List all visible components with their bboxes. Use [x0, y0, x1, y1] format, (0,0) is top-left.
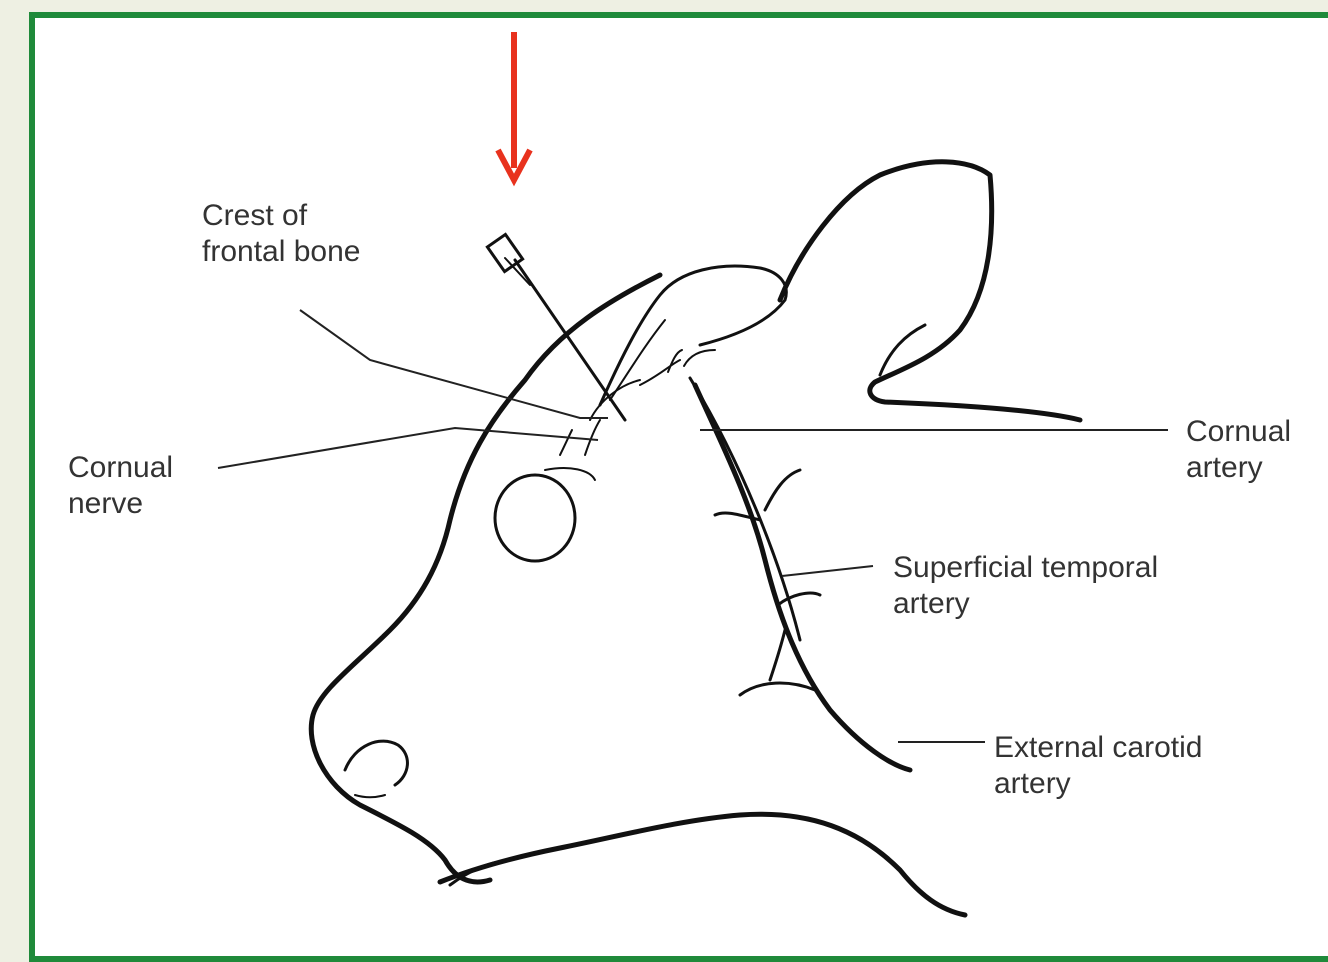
label-cornual-nerve: Cornual nerve	[68, 450, 173, 522]
label-line: Cornual	[1186, 414, 1291, 450]
label-line: Cornual	[68, 450, 173, 486]
label-line: artery	[994, 766, 1202, 802]
label-line: External carotid	[994, 730, 1202, 766]
label-crest-of-frontal-bone: Crest of frontal bone	[202, 198, 360, 270]
label-superficial-temporal-artery: Superficial temporal artery	[893, 550, 1158, 622]
label-external-carotid-artery: External carotid artery	[994, 730, 1202, 802]
syringe-needle	[487, 234, 625, 420]
red-down-arrow-icon	[498, 32, 530, 180]
label-line: nerve	[68, 486, 173, 522]
label-cornual-artery: Cornual artery	[1186, 414, 1291, 486]
nostril-outline	[345, 741, 407, 785]
label-line: Superficial temporal	[893, 550, 1158, 586]
leader-cornual-nerve	[218, 428, 598, 468]
head-outline	[311, 275, 660, 882]
label-line: artery	[1186, 450, 1291, 486]
label-line: Crest of	[202, 198, 360, 234]
ear-outline	[780, 162, 1080, 420]
eye-outline	[495, 475, 575, 561]
label-line: artery	[893, 586, 1158, 622]
leader-superficial-temporal-artery	[782, 566, 873, 576]
label-line: frontal bone	[202, 234, 360, 270]
jaw-outline	[440, 814, 965, 915]
